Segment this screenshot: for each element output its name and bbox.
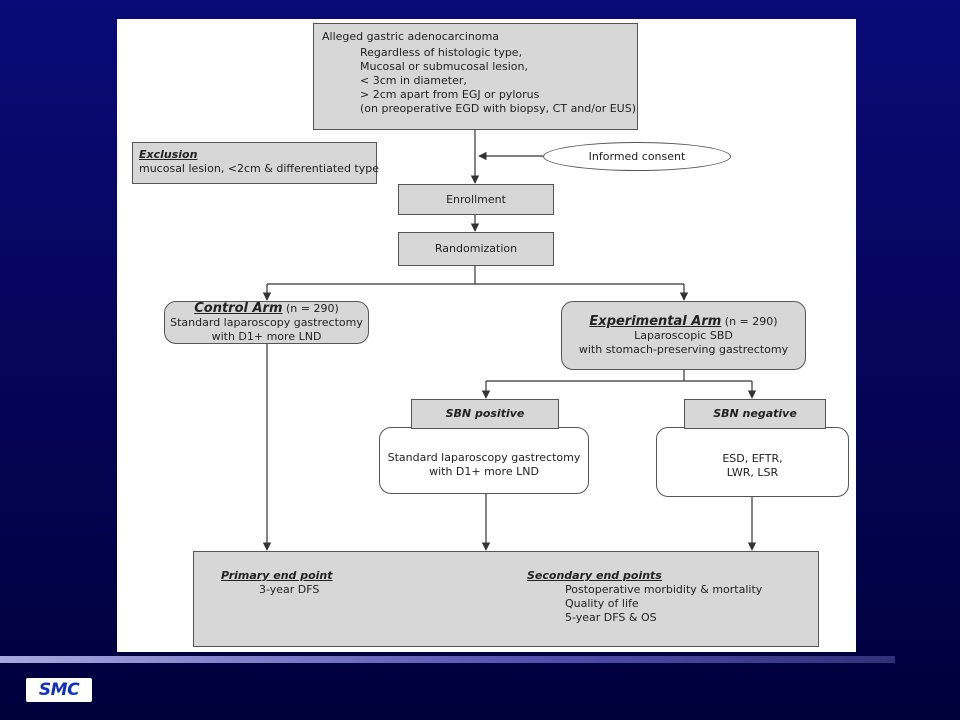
control-arm-title: Control Arm <box>194 300 283 316</box>
sbn-positive-line: with D1+ more LND <box>429 464 539 478</box>
informed-consent-label: Informed consent <box>588 150 686 163</box>
footer-bar <box>0 656 895 663</box>
primary-endpoint-title: Primary end point <box>221 569 333 582</box>
control-arm-line: Standard laparoscopy gastrectomy <box>170 315 363 329</box>
secondary-endpoint-line: 5-year DFS & OS <box>565 611 657 624</box>
sbn-negative-line: ESD, EFTR, <box>722 452 783 465</box>
control-arm-line: with D1+ more LND <box>211 329 322 343</box>
randomization-box: Randomization <box>398 232 554 266</box>
sbn-negative-label: SBN negative <box>713 407 797 420</box>
enrollment-label: Enrollment <box>446 192 506 206</box>
eligibility-box: Alleged gastric adenocarcinoma Regardles… <box>313 23 638 130</box>
randomization-label: Randomization <box>434 242 518 255</box>
eligibility-line: Regardless of histologic type, <box>360 46 523 59</box>
sbn-positive-line: Standard laparoscopy gastrectomy <box>387 450 581 464</box>
exclusion-box: Exclusion mucosal lesion, <2cm & differe… <box>132 142 379 184</box>
secondary-endpoint-title: Secondary end points <box>527 569 662 582</box>
primary-endpoint-line: 3-year DFS <box>259 583 320 596</box>
smc-logo-text: SMC <box>38 680 80 700</box>
sbn-positive-label: SBN positive <box>445 407 525 420</box>
experimental-arm-line: with stomach-preserving gastrectomy <box>578 342 789 356</box>
sbn-negative-content-box: ESD, EFTR, LWR, LSR <box>656 427 849 497</box>
sbn-negative-line: LWR, LSR <box>726 466 779 479</box>
secondary-endpoint-line: Postoperative morbidity & mortality <box>565 583 763 596</box>
exclusion-text: mucosal lesion, <2cm & differentiated ty… <box>139 162 379 175</box>
experimental-arm-title: Experimental Arm <box>589 313 722 329</box>
enrollment-box: Enrollment <box>398 184 554 215</box>
control-arm-box: Control Arm (n = 290) Standard laparosco… <box>164 301 369 344</box>
experimental-arm-n: (n = 290) <box>724 314 778 328</box>
eligibility-line: (on preoperative EGD with biopsy, CT and… <box>360 102 636 115</box>
eligibility-title: Alleged gastric adenocarcinoma <box>322 30 500 43</box>
experimental-arm-line: Laparoscopic SBD <box>634 328 733 342</box>
eligibility-line: Mucosal or submucosal lesion, <box>360 60 528 73</box>
experimental-arm-box: Experimental Arm (n = 290) Laparoscopic … <box>561 301 806 370</box>
eligibility-line: < 3cm in diameter, <box>360 74 467 87</box>
informed-consent-ellipse: Informed consent <box>543 142 731 171</box>
smc-logo: SMC <box>26 678 92 702</box>
eligibility-line: > 2cm apart from EGJ or pylorus <box>360 88 540 101</box>
control-arm-n: (n = 290) <box>286 301 339 315</box>
secondary-endpoint-line: Quality of life <box>565 597 639 610</box>
exclusion-title: Exclusion <box>139 148 198 161</box>
sbn-negative-label-box: SBN negative <box>684 399 826 429</box>
endpoints-box: Primary end point 3-year DFS Secondary e… <box>193 551 819 647</box>
sbn-positive-label-box: SBN positive <box>411 399 559 429</box>
sbn-positive-content-box: Standard laparoscopy gastrectomy with D1… <box>379 427 589 494</box>
